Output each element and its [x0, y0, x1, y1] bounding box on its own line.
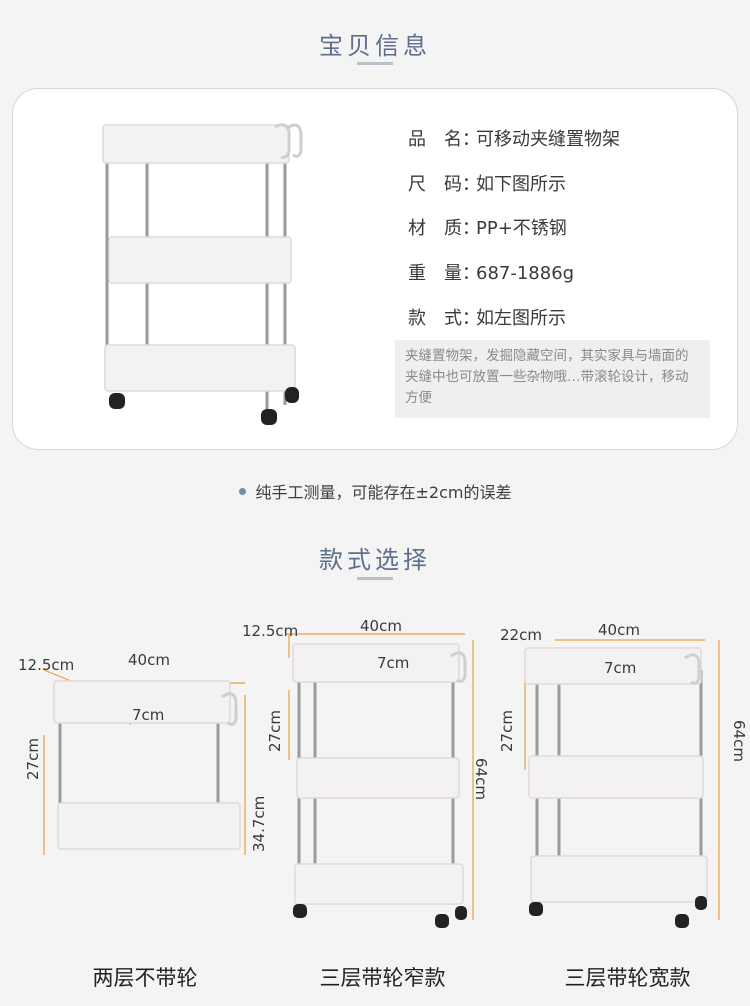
product-description: 夹缝置物架，发掘隐藏空间，其实家具与墙面的夹缝中也可放置一些杂物哦…带滚轮设计，… [395, 340, 710, 418]
style-3-width-label: 40cm [598, 621, 640, 639]
style-image-three-tier-narrow [285, 633, 474, 928]
spec-row-name: 品 名：可移动夹缝置物架 [408, 125, 620, 151]
style-1-tier-label: 27cm [24, 738, 42, 780]
spec-value: 如左图所示 [476, 308, 566, 329]
style-1-height-label: 34.7cm [250, 795, 268, 852]
bullet-dot-icon [238, 488, 246, 495]
spec-row-material: 材 质：PP+不锈钢 [408, 214, 567, 240]
section-title-underline [357, 62, 393, 65]
measurement-note-text: 纯手工测量，可能存在±2cm的误差 [255, 483, 512, 502]
spec-key: 尺 码： [408, 174, 480, 195]
spec-key: 款 式： [408, 308, 480, 329]
style-3-basket-label: 7cm [604, 659, 637, 677]
spec-key: 品 名： [408, 129, 480, 150]
style-2-width-label: 40cm [360, 617, 402, 635]
spec-value: 可移动夹缝置物架 [476, 129, 620, 150]
section-title-style-choice: 款式选择 [319, 546, 431, 574]
style-1-width-label: 40cm [128, 651, 170, 669]
section-title-underline [357, 577, 393, 580]
style-2-height-label: 64cm [472, 758, 490, 800]
section-title-product-info: 宝贝信息 [319, 32, 431, 60]
style-2-caption: 三层带轮窄款 [319, 966, 446, 990]
spec-row-size: 尺 码：如下图所示 [408, 170, 566, 196]
spec-value: 687-1886g [476, 263, 575, 284]
spec-key: 材 质： [408, 218, 480, 239]
product-image [102, 123, 303, 425]
style-3-tier-label: 27cm [498, 710, 516, 752]
style-3-caption: 三层带轮宽款 [564, 966, 691, 990]
spec-row-style: 款 式：如左图所示 [408, 304, 566, 330]
style-1-depth-label: 12.5cm [18, 656, 75, 674]
style-1-caption: 两层不带轮 [92, 966, 198, 990]
style-image-two-tier [43, 669, 246, 855]
spec-value: 如下图所示 [476, 174, 566, 195]
spec-row-weight: 重 量：687-1886g [408, 259, 574, 285]
style-1-basket-label: 7cm [132, 706, 165, 724]
spec-key: 重 量： [408, 263, 480, 284]
style-2-tier-label: 27cm [266, 710, 284, 752]
style-image-three-tier-wide [524, 639, 720, 928]
style-2-basket-label: 7cm [377, 654, 410, 672]
spec-value: PP+不锈钢 [476, 218, 567, 239]
style-2-depth-label: 12.5cm [242, 622, 299, 640]
style-3-depth-label: 22cm [500, 626, 542, 644]
style-3-height-label: 64cm [730, 720, 748, 762]
measurement-note: 纯手工测量，可能存在±2cm的误差 [0, 479, 750, 503]
